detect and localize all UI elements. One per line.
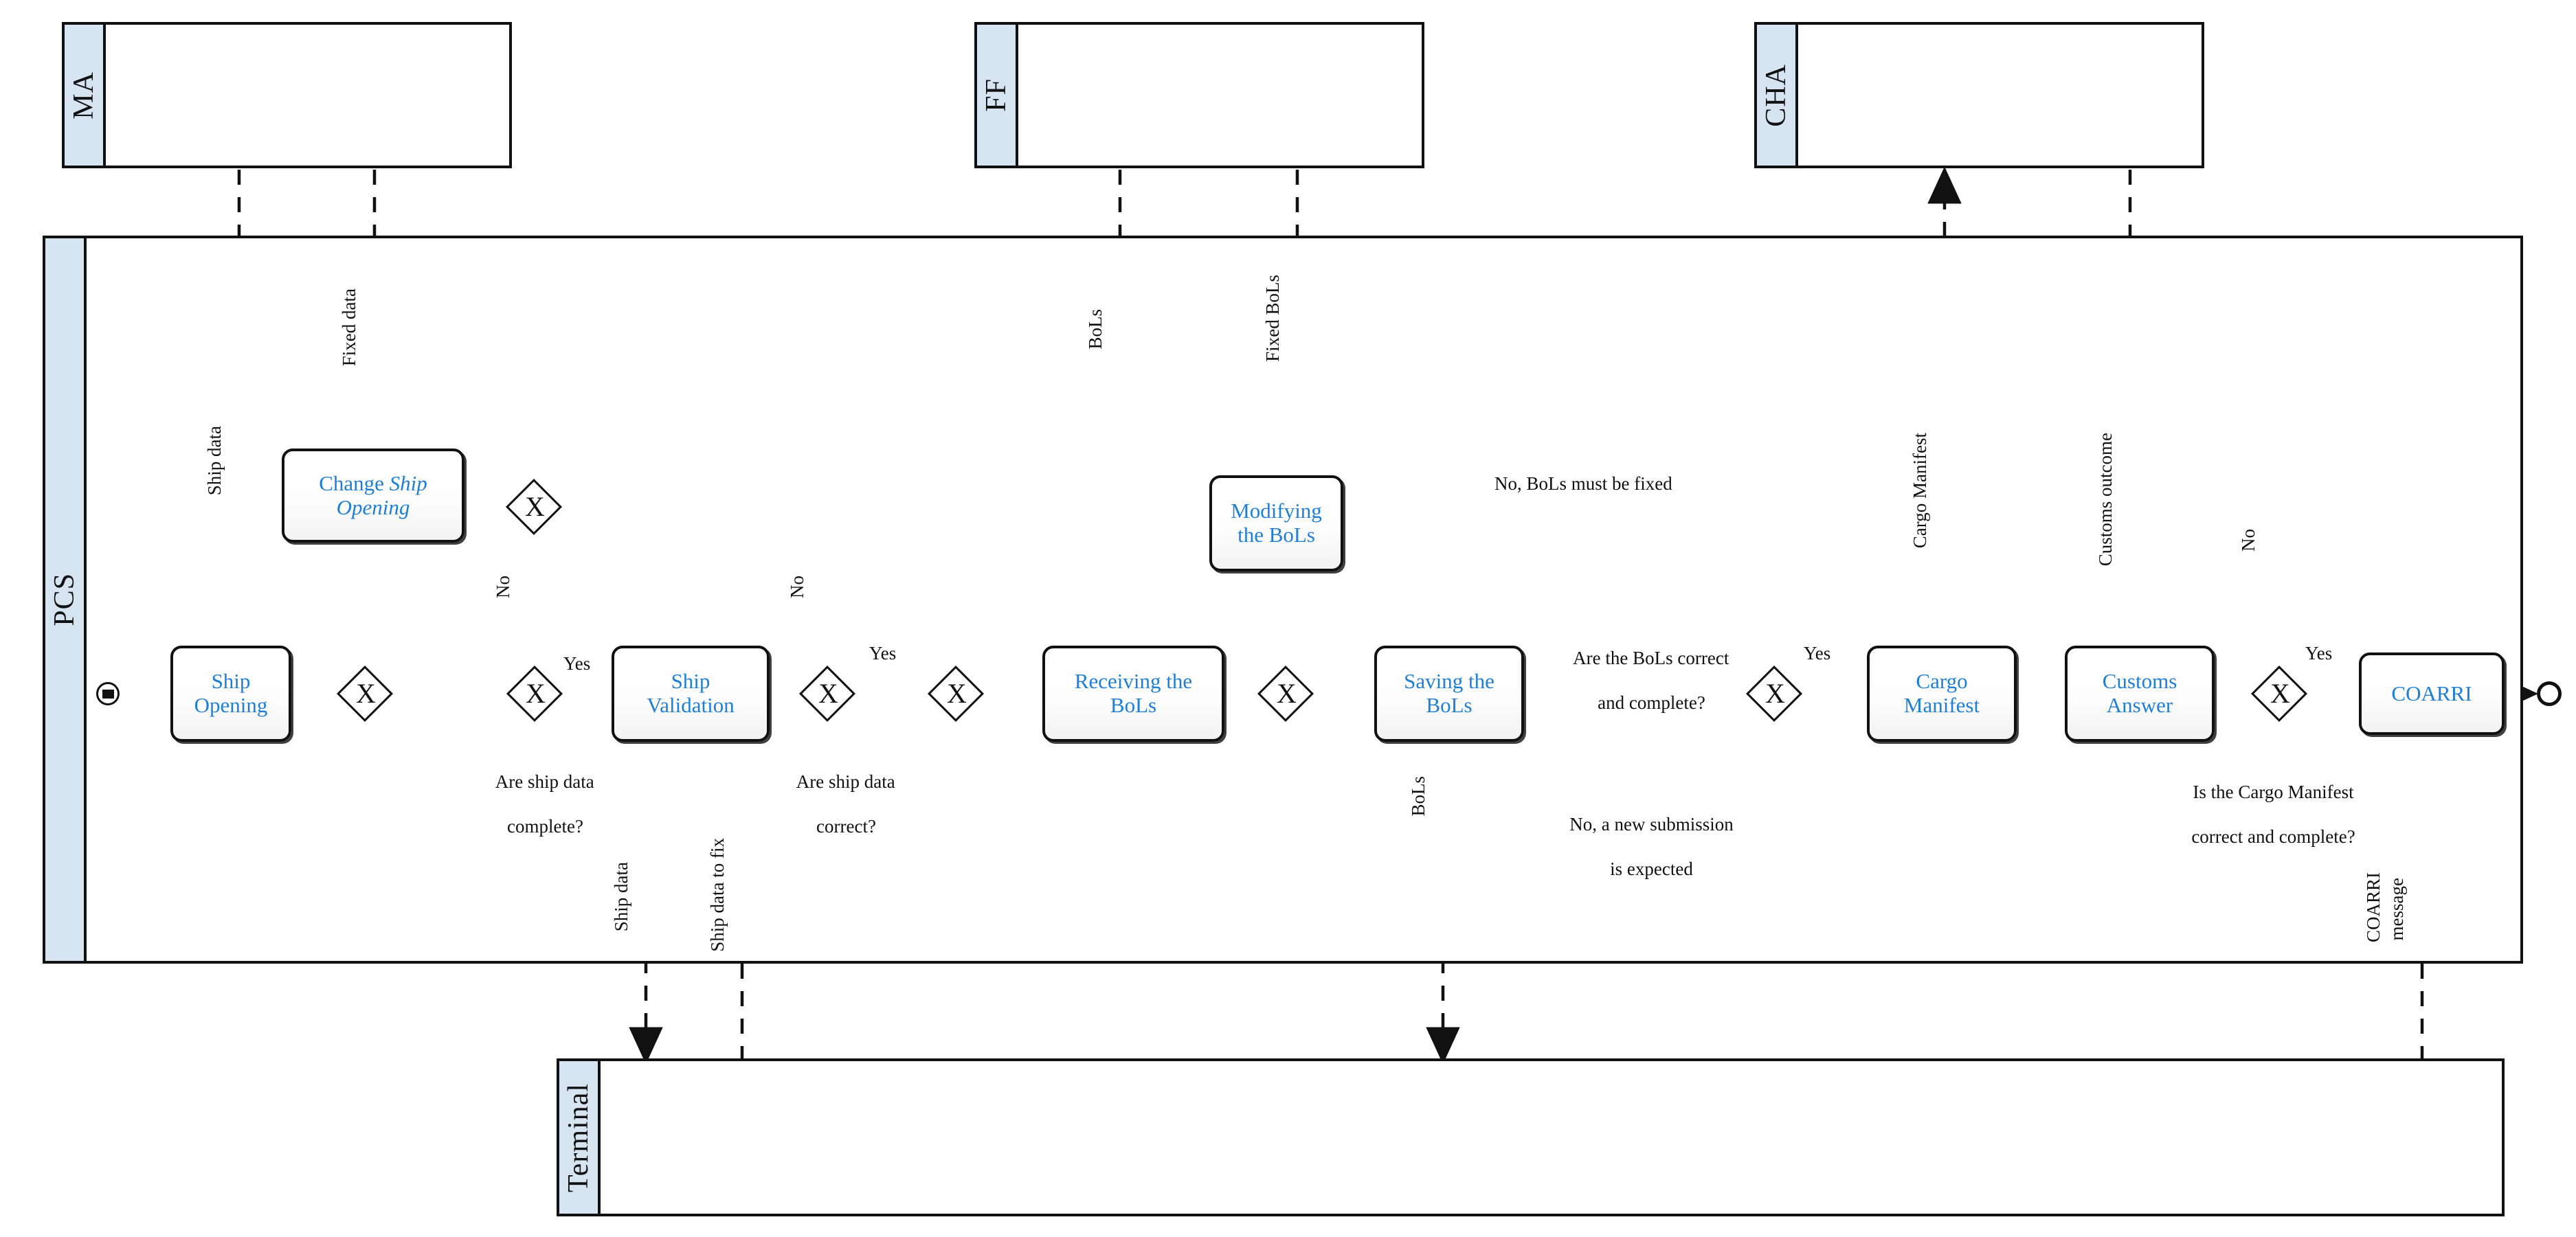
task-change-ship-opening[interactable]: Change Ship Opening — [282, 449, 464, 543]
label-fixed-bols: Fixed BoLs — [1262, 275, 1283, 362]
label-bols-ff: BoLs — [1085, 309, 1106, 350]
label-coarri-message-line1: COARRI — [2363, 872, 2384, 943]
label-coarri-message-line2: message — [2386, 878, 2407, 941]
pool-pcs: PCS — [43, 236, 2523, 964]
label-no-ship-complete: No — [493, 576, 513, 598]
label-are-bols-correct-complete: Are the BoLs correct and complete? — [1573, 648, 1729, 714]
pool-terminal-label: Terminal — [563, 1082, 594, 1192]
label-yes-manifest: Yes — [2305, 643, 2333, 663]
task-customs-answer-label: Customs Answer — [2102, 669, 2177, 717]
task-customs-answer[interactable]: Customs Answer — [2065, 646, 2215, 742]
pool-cha-body — [1798, 25, 2202, 166]
task-cargo-manifest[interactable]: Cargo Manifest — [1867, 646, 2017, 742]
task-modifying-the-bols[interactable]: Modifying the BoLs — [1209, 475, 1343, 571]
gateway-x-icon: X — [356, 678, 376, 709]
label-bols-terminal: BoLs — [1408, 776, 1429, 817]
task-ship-validation-label: Ship Validation — [647, 669, 735, 717]
task-cargo-manifest-label: Cargo Manifest — [1903, 669, 1980, 717]
start-event-message[interactable] — [96, 682, 120, 705]
pool-pcs-header: PCS — [45, 238, 87, 961]
label-no-manifest: No — [2238, 529, 2259, 552]
gateway-x-icon: X — [818, 678, 838, 709]
gateway-x-icon: X — [1765, 678, 1785, 709]
task-coarri[interactable]: COARRI — [2359, 652, 2505, 735]
gateway-x-icon: X — [526, 678, 546, 709]
gateway-x-icon: X — [2270, 678, 2290, 709]
label-are-ship-data-correct: Are ship data correct? — [796, 771, 895, 837]
label-ship-data-terminal: Ship data — [611, 862, 631, 932]
envelope-icon — [102, 689, 114, 699]
label-yes-bols: Yes — [1804, 643, 1831, 663]
label-no-new-submission: No, a new submission is expected — [1569, 814, 1734, 880]
label-ship-data-to-fix: Ship data to fix — [707, 838, 728, 952]
pool-ma-label: MA — [68, 71, 100, 120]
task-receiving-the-bols[interactable]: Receiving the BoLs — [1042, 646, 1224, 742]
task-coarri-label: COARRI — [2391, 681, 2472, 705]
gateway-x-icon: X — [947, 678, 967, 709]
pool-terminal-body — [601, 1061, 2502, 1214]
label-no-bols-must-be-fixed: No, BoLs must be fixed — [1494, 473, 1672, 494]
label-customs-outcome: Customs outcome — [2095, 433, 2116, 567]
task-ship-validation[interactable]: Ship Validation — [612, 646, 770, 742]
task-saving-the-bols[interactable]: Saving the BoLs — [1374, 646, 1524, 742]
gateway-x-icon: X — [525, 491, 545, 522]
pool-ff-header: FF — [977, 25, 1018, 166]
task-modifying-the-bols-label: Modifying the BoLs — [1231, 499, 1322, 547]
task-ship-opening[interactable]: Ship Opening — [170, 646, 291, 742]
pool-cha-label: CHA — [1760, 63, 1792, 127]
label-yes-ship-complete: Yes — [563, 653, 591, 674]
pool-pcs-label: PCS — [49, 573, 80, 626]
label-yes-ship-correct: Yes — [869, 643, 897, 663]
pool-ma-body — [106, 25, 509, 166]
task-receiving-the-bols-label: Receiving the BoLs — [1074, 669, 1193, 717]
pool-ff-body — [1018, 25, 1422, 166]
end-event[interactable] — [2537, 681, 2562, 706]
pool-cha-header: CHA — [1757, 25, 1798, 166]
label-ship-data-ma: Ship data — [204, 426, 225, 496]
pool-ff-label: FF — [981, 78, 1012, 112]
pool-cha: CHA — [1754, 22, 2204, 168]
label-are-ship-data-complete: Are ship data complete? — [495, 771, 594, 837]
label-cargo-manifest-message: Cargo Manifest — [1909, 433, 1930, 549]
task-change-ship-opening-label: Change Ship Opening — [319, 470, 427, 519]
task-saving-the-bols-label: Saving the BoLs — [1404, 669, 1494, 717]
task-ship-opening-label: Ship Opening — [194, 669, 268, 717]
pool-ma-header: MA — [65, 25, 106, 166]
label-no-ship-correct: No — [787, 576, 807, 598]
pool-terminal-header: Terminal — [559, 1061, 601, 1214]
gateway-x-icon: X — [1277, 678, 1297, 709]
pool-terminal: Terminal — [557, 1058, 2505, 1216]
label-fixed-data: Fixed data — [339, 288, 359, 367]
pool-ma: MA — [62, 22, 512, 168]
label-is-cargo-manifest-correct: Is the Cargo Manifest correct and comple… — [2191, 782, 2355, 848]
pool-ff: FF — [974, 22, 1424, 168]
